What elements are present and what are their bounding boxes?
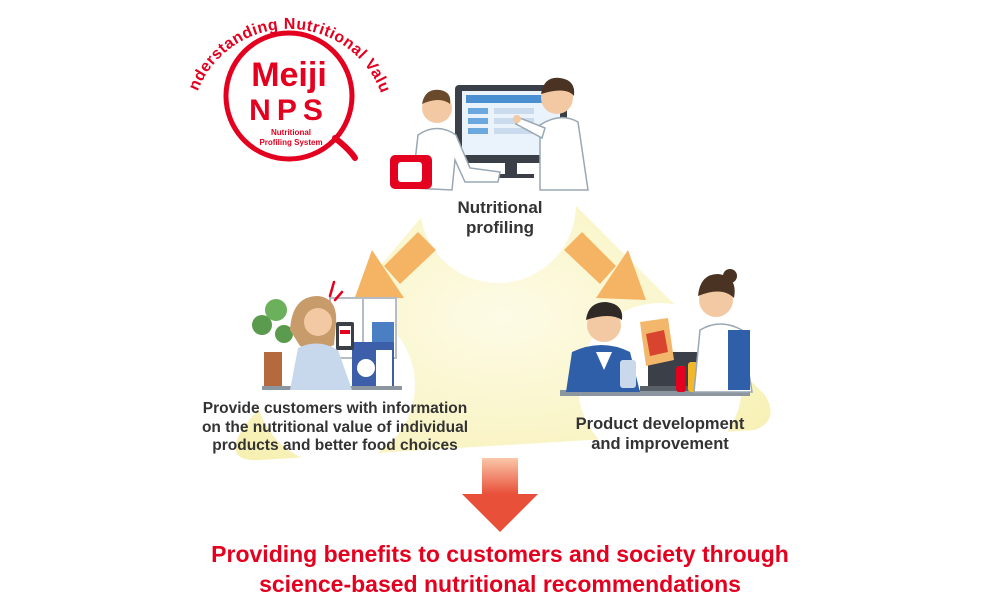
conclusion-line2: science-based nutritional recommendation… — [259, 570, 741, 597]
node-label-customers-line2: on the nutritional value of individual — [201, 418, 469, 436]
arrow-to-customers — [354, 232, 436, 300]
conclusion-text: Providing benefits to customers and soci… — [80, 540, 920, 600]
meiji-nps-logo: Understanding Nutritional Value Meiji NP… — [0, 0, 393, 162]
logo-subtitle-1: Nutritional — [271, 128, 311, 137]
illustration-nutritional-profiling — [390, 77, 589, 191]
arrow-to-development — [564, 232, 646, 300]
node-label-customers-line1: Provide customers with information — [202, 400, 468, 417]
node-label-profiling: Nutritional profiling — [420, 198, 580, 239]
node-label-customers: Provide customers with information on th… — [175, 400, 495, 456]
logo-arc-text: Understanding Nutritional Value — [0, 0, 393, 96]
node-label-development-line1: Product development — [575, 415, 745, 433]
logo-subtitle-2: Profiling System — [259, 138, 322, 147]
node-label-development: Product development and improvement — [555, 415, 765, 455]
illustration-customer-information — [252, 280, 402, 390]
node-label-customers-line3: products and better food choices — [212, 437, 458, 455]
logo-acronym: NPS — [249, 94, 329, 127]
illustration-product-development — [560, 269, 753, 396]
node-label-development-line2: and improvement — [591, 434, 729, 453]
logo-brand: Meiji — [251, 56, 327, 94]
conclusion-line1: Providing benefits to customers and soci… — [211, 541, 789, 567]
node-label-profiling-line2: profiling — [466, 218, 534, 238]
down-arrow — [462, 458, 538, 532]
node-label-profiling-line1: Nutritional — [457, 198, 543, 217]
svg-text:Understanding Nutritional Valu: Understanding Nutritional Value — [0, 0, 393, 96]
